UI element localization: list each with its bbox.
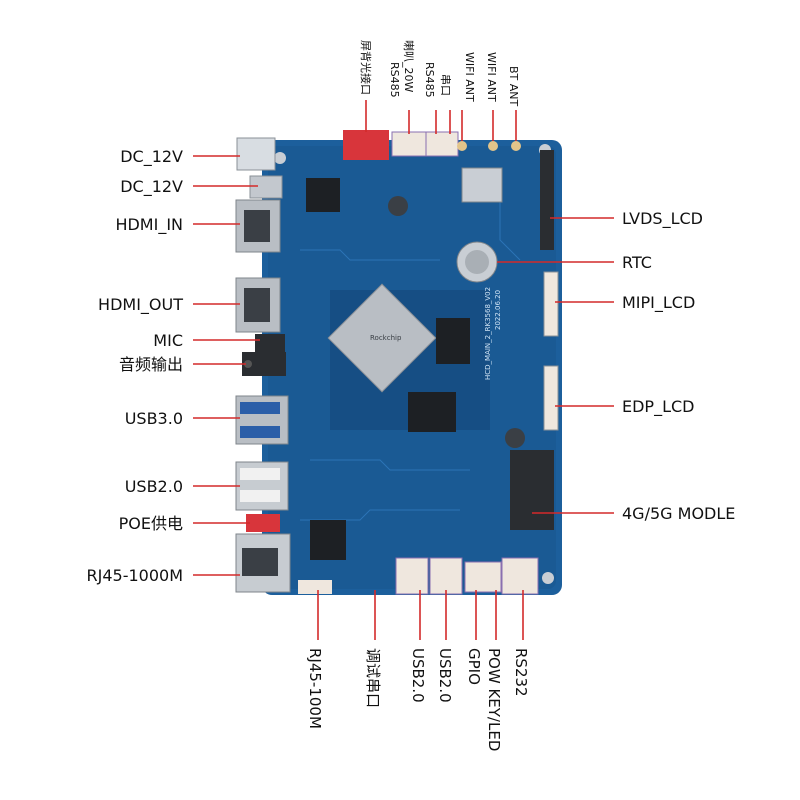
label-rj45-100m: RJ45-100M xyxy=(306,648,324,729)
wifi-module xyxy=(461,167,503,203)
ram-chip-2 xyxy=(408,392,456,432)
label-dc-12v-2: DC_12V xyxy=(120,177,183,197)
label-rs485-a: RS485 xyxy=(388,62,401,98)
label-usb2-left: USB2.0 xyxy=(125,477,183,496)
poe-connector xyxy=(246,514,280,532)
silk-model-text: HCD_MAIN_2_RK3568_V02 xyxy=(484,287,492,380)
usb2-slot-2 xyxy=(240,490,280,502)
capacitor xyxy=(505,428,525,448)
capacitor xyxy=(388,196,408,216)
gpio-header xyxy=(464,561,502,593)
emmc-chip xyxy=(306,178,340,212)
m2-slot xyxy=(510,450,554,530)
pcb-trace xyxy=(499,200,521,261)
label-usb3: USB3.0 xyxy=(125,409,183,428)
hdmi-in-slot xyxy=(244,210,270,242)
label-pow-key-led: POW KEY/LED xyxy=(485,648,503,751)
rj45-slot xyxy=(242,548,278,576)
bottom-connectors xyxy=(298,557,539,595)
labels-right: LVDS_LCD RTC MIPI_LCD EDP_LCD 4G/5G MODL… xyxy=(622,209,735,523)
hdmi-out-slot xyxy=(244,288,270,322)
labels-left: DC_12V DC_12V HDMI_IN HDMI_OUT MIC 音频输出 … xyxy=(87,147,184,585)
label-lvds-lcd: LVDS_LCD xyxy=(622,209,703,229)
label-bt-ant: BT ANT xyxy=(507,66,520,107)
usb3-slot-2 xyxy=(240,426,280,438)
label-usb2-bottom-1: USB2.0 xyxy=(409,648,427,703)
speaker-connector xyxy=(391,131,427,157)
label-rs232: RS232 xyxy=(512,648,530,697)
leader-lines xyxy=(193,100,614,640)
edp-fpc xyxy=(543,365,559,431)
rtc-battery-inner xyxy=(465,250,489,274)
rs232-header xyxy=(501,557,539,595)
bt-ant xyxy=(511,141,521,151)
right-connectors xyxy=(456,150,559,530)
label-rtc: RTC xyxy=(622,253,652,272)
silk-date-text: 2022.06.20 xyxy=(494,290,502,330)
label-wifi-ant-2: WIFI ANT xyxy=(485,52,498,102)
ram-chip-1 xyxy=(436,318,470,364)
mounting-hole xyxy=(542,572,554,584)
top-connectors xyxy=(343,130,521,203)
usb2-header-1 xyxy=(395,557,429,595)
usb3-slot-1 xyxy=(240,402,280,414)
lvds-header xyxy=(540,150,554,250)
mounting-hole xyxy=(274,152,286,164)
wifi-ant-2 xyxy=(488,141,498,151)
label-mipi-lcd: MIPI_LCD xyxy=(622,293,695,313)
label-rj45-1000m: RJ45-1000M xyxy=(87,566,184,585)
mic-jack xyxy=(255,334,285,352)
audio-jack-hole xyxy=(244,360,252,368)
soc-brand-text: Rockchip xyxy=(370,334,402,342)
center-chips: Rockchip HCD_MAIN_2_RK3568_V02 2022.06.2… xyxy=(306,178,525,560)
label-dc-12v-1: DC_12V xyxy=(120,147,183,167)
label-mic: MIC xyxy=(153,331,183,350)
label-backlight: 屏背光接口 xyxy=(359,40,373,95)
usb2-slot-1 xyxy=(240,468,280,480)
labels-bottom: RJ45-100M 调试串口 USB2.0 USB2.0 GPIO POW KE… xyxy=(306,648,530,751)
labels-top: 屏背光接口 喇叭_20W RS485 RS485 串口 WIFI ANT WIF… xyxy=(359,40,520,107)
label-gpio: GPIO xyxy=(465,648,483,685)
mipi-fpc xyxy=(543,271,559,337)
wifi-ant-1 xyxy=(457,141,467,151)
label-usb2-bottom-2: USB2.0 xyxy=(436,648,454,703)
label-serial-top: 串口 xyxy=(439,74,452,96)
label-wifi-ant-1: WIFI ANT xyxy=(463,52,476,102)
rs485-connector xyxy=(425,131,459,157)
label-debug-serial: 调试串口 xyxy=(364,648,382,708)
label-edp-lcd: EDP_LCD xyxy=(622,397,694,417)
pcb-trace xyxy=(300,249,440,261)
soc-chip xyxy=(327,283,437,393)
usb2-header-2 xyxy=(429,557,463,595)
rj45-100m-connector xyxy=(298,580,332,594)
left-connectors xyxy=(235,137,291,593)
dc-jack-1 xyxy=(236,137,276,171)
label-poe: POE供电 xyxy=(119,514,183,533)
label-hdmi-out: HDMI_OUT xyxy=(98,295,183,315)
label-rs485-b: RS485 xyxy=(423,62,436,98)
label-speaker: 喇叭_20W xyxy=(402,40,416,92)
backlight-connector xyxy=(343,130,389,160)
eth-chip xyxy=(310,520,346,560)
pcb-trace xyxy=(310,459,470,471)
label-hdmi-in: HDMI_IN xyxy=(115,215,183,235)
label-4g5g-module: 4G/5G MODLE xyxy=(622,504,735,523)
label-audio-out: 音频输出 xyxy=(119,355,183,374)
dc-jack-2 xyxy=(249,175,283,199)
